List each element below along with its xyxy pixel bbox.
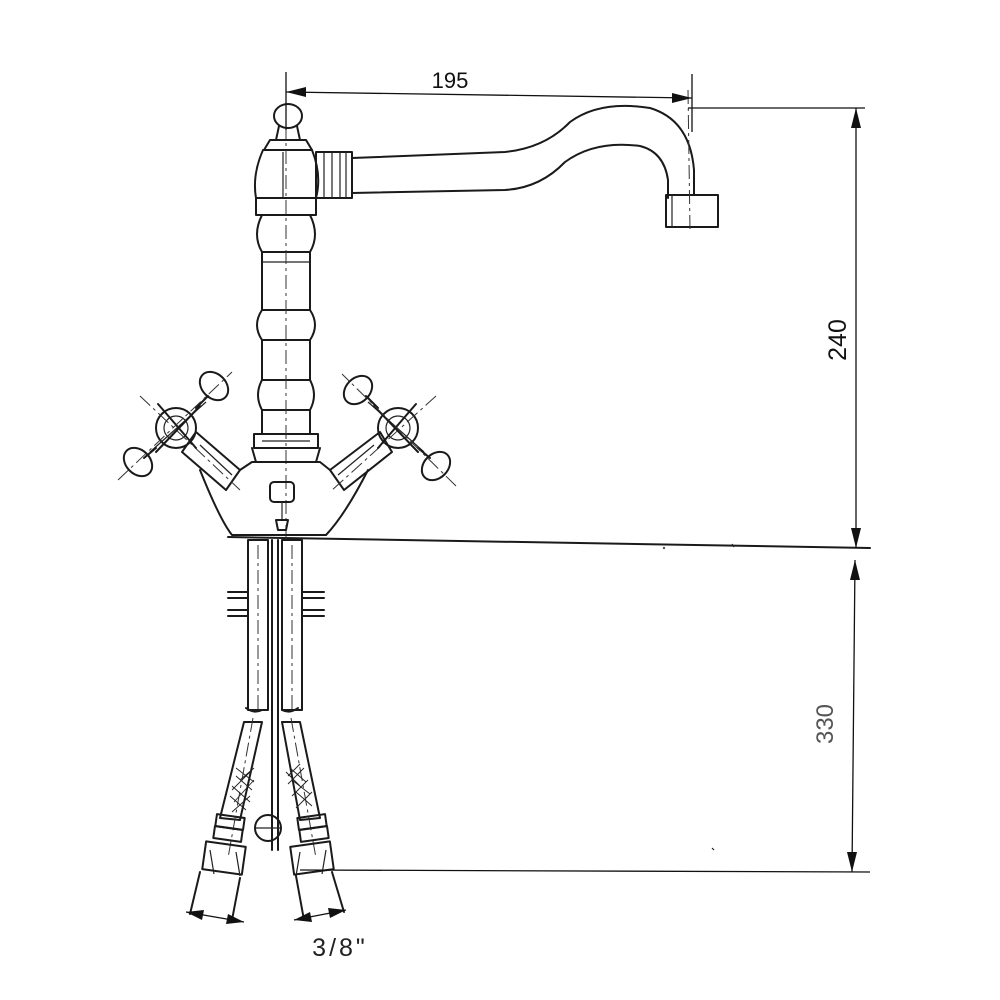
left-flex-hose [189,707,263,921]
spout [315,89,719,231]
dimension-height: 240 [688,107,865,548]
dimension-spout-reach: 195 [285,68,693,132]
top-finial [263,103,313,151]
mounting-shank [227,539,325,851]
faucet-column [251,100,321,540]
faucet-base [199,461,369,536]
dimension-label-240: 240 [824,319,852,361]
dimension-label-3-8-inch: 3/8" [312,934,368,962]
dimension-connection-size: 3/8" [185,908,368,962]
dimension-label-330: 330 [812,704,839,744]
dimension-label-195: 195 [432,68,469,93]
scan-marks [662,543,735,851]
right-hose-braid [285,763,313,809]
right-cross-handle [329,373,457,493]
deck-line [227,536,871,549]
faucet-head [253,149,320,216]
right-flex-hose [281,707,345,921]
left-cross-handle [117,370,241,491]
left-hose-braid [229,767,255,813]
dimension-hose-length: 330 [299,559,871,873]
